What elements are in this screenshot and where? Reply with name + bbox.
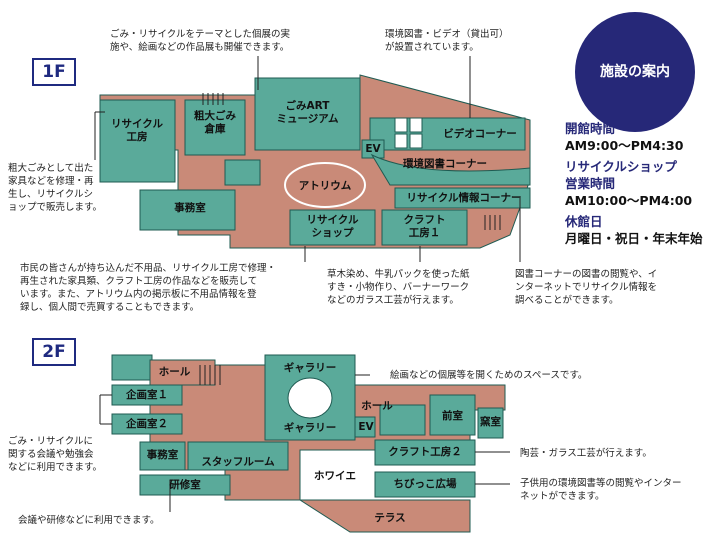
room-gallery-bottom: ギャラリー	[283, 422, 337, 434]
note-chibikko: 子供用の環境図書等の閲覧やインター ネットができます。	[520, 478, 682, 502]
note-craft2: 陶芸・ガラス工芸が行えます。	[520, 448, 652, 459]
shop-hours-value: AM10:00〜PM4:00	[565, 193, 693, 208]
hours-panel: 開館時間 AM9:00〜PM4:30 リサイクルショップ 営業時間 AM10:0…	[565, 120, 703, 247]
room-sodai-soko: 粗大ごみ 倉庫	[194, 110, 236, 135]
room-kankyo-tosho: 環境図書コーナー	[403, 158, 487, 170]
note-info-corner: 図書コーナーの図書の閲覧や、イ ンターネットでリサイクル情報を 調べることができ…	[515, 269, 658, 306]
opening-hours-value: AM9:00〜PM4:30	[565, 138, 684, 153]
room-kikaku-1: 企画室１	[126, 389, 168, 401]
note-gallery: 絵画などの個展等を開くためのスペースです。	[390, 370, 588, 381]
room-video-corner: ビデオコーナー	[443, 128, 517, 140]
room-chibikko: ちびっこ広場	[393, 478, 457, 490]
note-video: 環境図書・ビデオ（貸出可） が設置されています。	[385, 29, 509, 53]
room-atrium: アトリウム	[298, 180, 352, 192]
note-kobo: 粗大ごみとして出た 家具などを修理・再 生し、リサイクルシ ョップで販売します。	[8, 163, 103, 213]
shop-hours-label-1: リサイクルショップ	[565, 159, 677, 174]
room-terrace: テラス	[374, 512, 406, 524]
room-recycle-shop: リサイクル ショップ	[306, 214, 359, 239]
room-recycle-info: リサイクル情報コーナー	[406, 192, 522, 204]
leader-lines	[94, 56, 521, 512]
closed-days-value: 月曜日・祝日・年末年始	[565, 231, 703, 246]
note-craft1: 草木染め、牛乳パックを使った紙 すき・小物作り、バーナーワーク などのガラス工芸…	[327, 269, 470, 306]
room-hall-right: ホール	[361, 400, 393, 412]
note-kenshu: 会議や研修などに利用できます。	[18, 515, 160, 526]
room-recycle-kobo: リサイクル 工房	[111, 118, 163, 143]
room-kama: 窯室	[480, 416, 501, 428]
floor-label-2f: 2F	[32, 338, 76, 366]
room-jimushitsu-1f: 事務室	[174, 202, 206, 214]
note-kikaku: ごみ・リサイクルに 関する会議や勉強会 などに利用できます。	[8, 436, 103, 473]
opening-hours-label: 開館時間	[565, 121, 616, 136]
note-shop: 市民の皆さんが持ち込んだ不用品、リサイクル工房で修理・ 再生された家具類、クラフ…	[20, 263, 277, 313]
floor-plan-2f	[111, 354, 506, 533]
room-jimushitsu-2f: 事務室	[146, 449, 179, 461]
floor-label-1f: 1F	[32, 58, 76, 86]
room-staff: スタッフルーム	[201, 456, 275, 468]
floor-plan-1f	[99, 74, 531, 249]
shop-hours-label-2: 営業時間	[565, 176, 616, 191]
elevator-2f: EV	[358, 421, 374, 433]
room-foyer: ホワイエ	[314, 470, 356, 482]
elevator-1f: EV	[365, 143, 381, 155]
room-hall-left: ホール	[158, 366, 191, 378]
note-museum: ごみ・リサイクルをテーマとした個展の実 施や、絵画などの作品展も開催できます。	[110, 29, 291, 53]
room-gallery-top: ギャラリー	[283, 362, 337, 374]
room-kikaku-2: 企画室２	[126, 418, 168, 430]
room-craft-1: クラフト 工房１	[403, 214, 446, 239]
room-kenshu: 研修室	[169, 479, 201, 491]
room-maeshitsu: 前室	[442, 410, 463, 422]
room-art-museum: ごみART ミュージアム	[276, 100, 339, 125]
closed-days-label: 休館日	[565, 214, 603, 229]
facility-info-badge: 施設の案内	[575, 12, 695, 132]
room-craft-2: クラフト工房２	[388, 446, 462, 458]
